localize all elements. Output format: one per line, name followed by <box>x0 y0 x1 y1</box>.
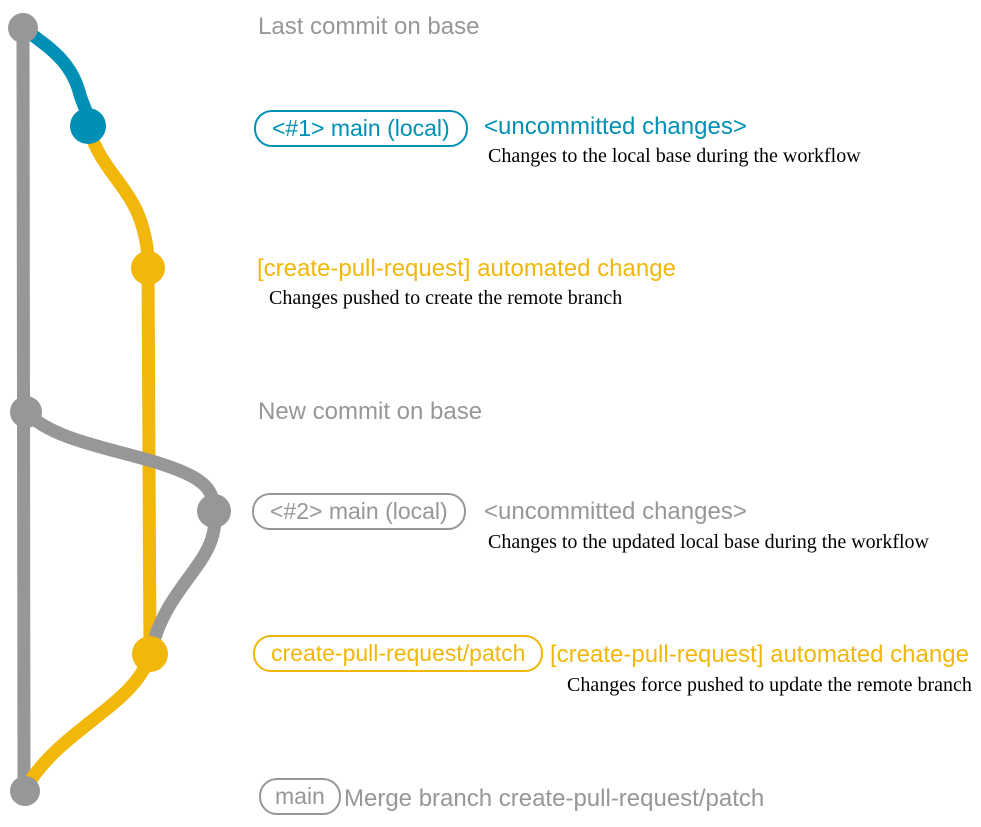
note-local-base-changes: Changes to the local base during the wor… <box>488 145 861 167</box>
commit-dot-local-main-2 <box>197 494 231 528</box>
message-last-commit-on-base: Last commit on base <box>258 13 480 40</box>
message-new-commit-on-base: New commit on base <box>258 398 483 425</box>
patch-merge-curve <box>20 648 157 793</box>
commit-dot-patch-2 <box>132 636 168 672</box>
commit-dot-merge <box>10 776 40 806</box>
branch-label-patch: create-pull-request/patch <box>253 635 544 672</box>
note-force-push-remote: Changes force pushed to update the remot… <box>567 674 972 696</box>
force-push-curve <box>145 504 222 655</box>
commit-dot-patch-1 <box>131 251 165 285</box>
patch-branch-curve-top <box>81 119 155 275</box>
commit-dot-last-base <box>8 13 38 43</box>
message-uncommitted-changes-2: <uncommitted changes> <box>484 498 747 525</box>
note-push-create-remote: Changes pushed to create the remote bran… <box>269 287 623 309</box>
message-merge-branch: Merge branch create-pull-request/patch <box>344 785 765 812</box>
git-graph <box>8 13 231 806</box>
branch-label-main-local-2: <#2> main (local) <box>252 493 466 530</box>
branch-label-main: main <box>259 778 341 815</box>
message-automated-change-2: [create-pull-request] automated change <box>550 641 969 668</box>
note-updated-local-base-changes: Changes to the updated local base during… <box>488 531 929 553</box>
commit-dot-local-main-1 <box>70 108 106 144</box>
message-uncommitted-changes-1: <uncommitted changes> <box>484 113 747 140</box>
commit-dot-new-base <box>10 396 42 428</box>
rebased-main-curve <box>19 405 221 518</box>
message-automated-change-1: [create-pull-request] automated change <box>257 255 676 282</box>
branch-label-main-local-1: <#1> main (local) <box>254 110 468 147</box>
